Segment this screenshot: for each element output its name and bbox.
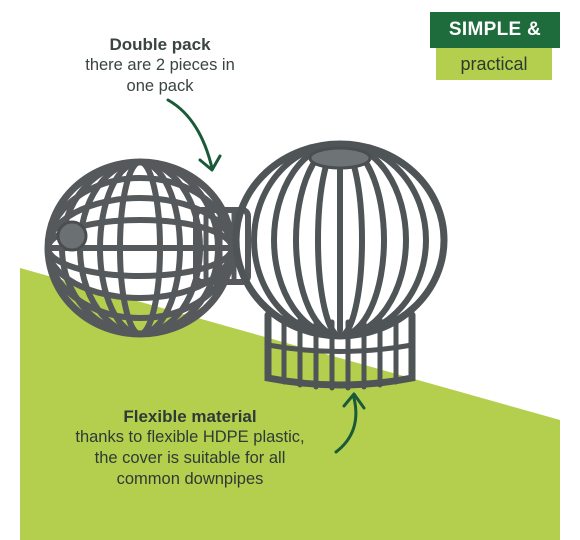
- flexible-material-callout: Flexible material thanks to flexible HDP…: [45, 406, 335, 490]
- callout-heading: Double pack: [109, 35, 211, 54]
- callout-text: thanks to flexible HDPE plastic,: [75, 428, 305, 446]
- badge-line2: practical: [436, 48, 552, 80]
- right-ball-product: [232, 140, 448, 391]
- callout-heading: Flexible material: [123, 407, 257, 426]
- curved-arrow-icon: [166, 98, 222, 172]
- curved-arrow-icon: [334, 392, 366, 454]
- callout-text: one pack: [126, 77, 194, 95]
- simple-practical-badge: SIMPLE & practical: [430, 12, 560, 80]
- callout-text: the cover is suitable for all: [94, 449, 286, 467]
- left-ball-product: [44, 158, 251, 338]
- callout-text: common downpipes: [116, 470, 264, 488]
- badge-line1: SIMPLE &: [430, 12, 560, 48]
- callout-text: there are 2 pieces in: [85, 56, 235, 74]
- double-pack-callout: Double pack there are 2 pieces in one pa…: [55, 34, 265, 97]
